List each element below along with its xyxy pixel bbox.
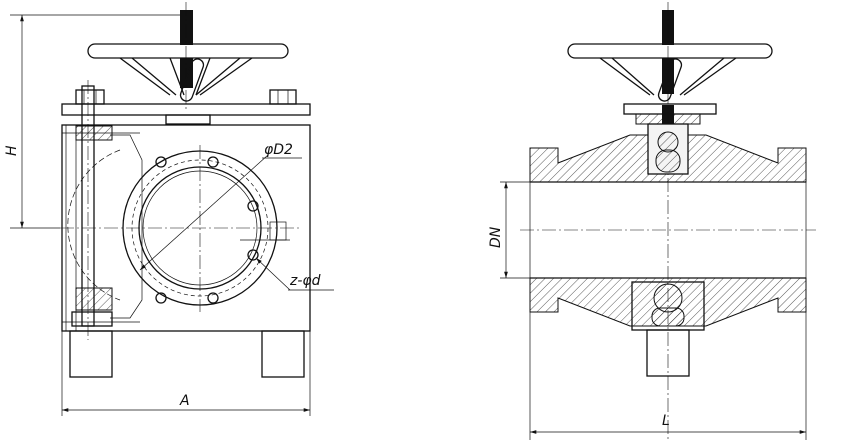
front-view: H A φD2 z-φd <box>4 2 334 416</box>
label-zd: z-φd <box>289 273 321 289</box>
side-handwheel <box>567 43 773 102</box>
front-legs <box>69 330 305 378</box>
front-nuts <box>75 89 297 105</box>
side-body-bottom <box>529 277 807 331</box>
dimension-l: L <box>529 312 807 440</box>
front-yoke <box>165 114 211 125</box>
front-flange <box>60 145 334 312</box>
label-h: H <box>4 145 20 156</box>
dimension-dn: DN <box>488 181 530 279</box>
label-d2: φD2 <box>264 142 293 158</box>
front-tie-rods <box>65 80 113 340</box>
dimension-a: A <box>61 331 311 416</box>
front-handwheel <box>87 43 289 102</box>
side-view: DN L <box>488 2 816 440</box>
bolt-holes <box>155 156 259 304</box>
front-stem <box>180 2 193 110</box>
dimension-h: H <box>4 14 180 229</box>
label-a: A <box>179 393 190 409</box>
label-l: L <box>662 413 670 429</box>
side-leg <box>646 329 690 377</box>
side-body-top <box>529 123 807 183</box>
label-dn: DN <box>488 226 504 248</box>
front-top-plate <box>61 103 311 116</box>
